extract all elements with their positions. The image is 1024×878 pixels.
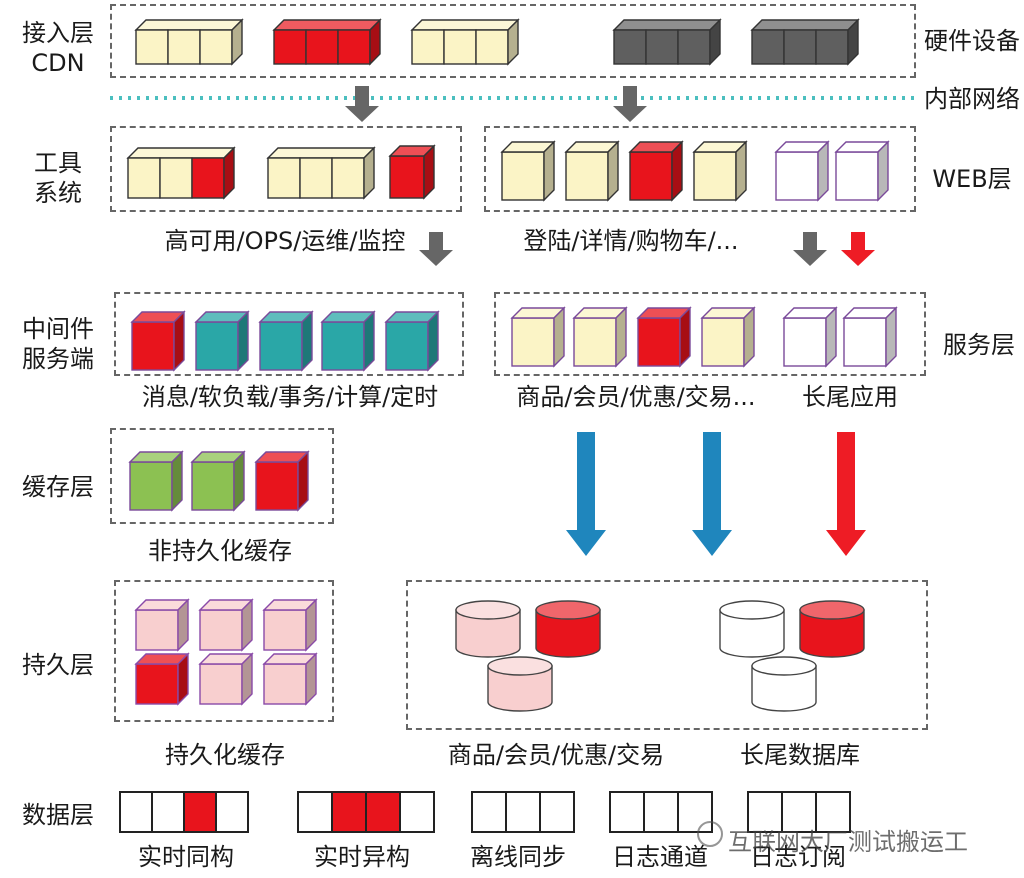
mw-cube-4 — [320, 310, 376, 372]
watermark: 互联网大厂测试搬运工 — [728, 828, 968, 856]
cdn-bar-2 — [272, 18, 382, 66]
middleware-layer-label-line1: 中间件 — [22, 315, 94, 343]
db-caption-main: 商品/会员/优惠/交易 — [447, 741, 665, 769]
middleware-box — [114, 292, 464, 376]
hardware-label: 硬件设备 — [924, 27, 1020, 55]
tools-bar-1 — [126, 146, 236, 200]
middleware-layer-label: 中间件 服务端 — [8, 314, 108, 374]
tools-caption: 高可用/OPS/运维/监控 — [164, 227, 406, 255]
tools-layer-label: 工具 系统 — [8, 148, 108, 208]
db-caption-tail: 长尾数据库 — [740, 741, 860, 769]
access-layer-box — [110, 4, 916, 78]
data-layer-label: 数据层 — [22, 801, 94, 829]
arrow-blue-1 — [566, 432, 606, 556]
cdn-bar-5 — [750, 18, 860, 66]
svc-cube-2 — [572, 306, 628, 368]
persist-cube-6 — [262, 652, 318, 706]
db-1 — [455, 600, 521, 658]
cache-caption: 非持久化缓存 — [148, 537, 292, 565]
arrow-tools-down — [419, 232, 453, 266]
data-item-1: 实时同构 — [138, 843, 234, 871]
web-cube-2 — [564, 140, 620, 202]
access-layer-label-line1: 接入层 — [22, 19, 94, 47]
svc-cube-6 — [842, 306, 898, 368]
db-4 — [719, 600, 785, 658]
database-box — [406, 580, 928, 730]
service-box — [494, 292, 926, 376]
persist-cache-box — [114, 580, 334, 722]
svc-cube-1 — [510, 306, 566, 368]
web-cube-4 — [692, 140, 748, 202]
cache-cube-1 — [128, 450, 184, 512]
svc-cube-3 — [636, 306, 692, 368]
db-3 — [487, 656, 553, 712]
middleware-layer-label-line2: 服务端 — [22, 345, 94, 373]
db-5 — [799, 600, 865, 658]
db-6 — [751, 656, 817, 712]
data-bar-5 — [747, 791, 851, 833]
arrow-red-longtail — [826, 432, 866, 556]
data-bar-1 — [119, 791, 249, 833]
data-bar-2 — [297, 791, 435, 833]
svc-cube-5 — [782, 306, 838, 368]
web-cube-6 — [834, 140, 890, 202]
cdn-bar-3 — [410, 18, 520, 66]
web-caption: 登陆/详情/购物车/... — [523, 227, 739, 255]
tools-bar-2 — [266, 146, 376, 200]
web-box — [484, 126, 916, 212]
tools-layer-label-line1: 工具 — [34, 149, 82, 177]
tools-cube — [388, 144, 436, 200]
internal-network-label: 内部网络 — [924, 85, 1020, 113]
web-cube-3 — [628, 140, 684, 202]
persist-cube-1 — [134, 598, 190, 652]
web-layer-label: WEB层 — [932, 165, 1012, 193]
arrow-web-down — [793, 232, 827, 266]
persist-cube-3 — [262, 598, 318, 652]
persist-caption: 持久化缓存 — [165, 741, 285, 769]
mw-cube-5 — [384, 310, 440, 372]
data-bar-4 — [609, 791, 713, 833]
mw-cube-3 — [258, 310, 314, 372]
cdn-bar-4 — [612, 18, 722, 66]
middleware-caption: 消息/软负载/事务/计算/定时 — [141, 383, 439, 411]
arrow-cdn-to-tools — [345, 86, 379, 122]
mw-cube-1 — [130, 310, 186, 372]
access-layer-label-line2: CDN — [31, 49, 85, 77]
cache-cube-2 — [190, 450, 246, 512]
svc-cube-4 — [700, 306, 756, 368]
tools-box — [110, 126, 462, 212]
cache-layer-label: 缓存层 — [22, 473, 94, 501]
access-layer-label: 接入层 CDN — [8, 18, 108, 78]
data-item-4: 日志通道 — [612, 843, 708, 871]
web-cube-5 — [774, 140, 830, 202]
data-item-3: 离线同步 — [470, 843, 566, 871]
tools-layer-label-line2: 系统 — [34, 179, 82, 207]
service-layer-label: 服务层 — [943, 331, 1015, 359]
persist-cube-2 — [198, 598, 254, 652]
persist-cube-5 — [198, 652, 254, 706]
data-bar-3 — [471, 791, 575, 833]
mw-cube-2 — [194, 310, 250, 372]
cdn-bar-1 — [134, 18, 244, 66]
cache-box — [110, 428, 334, 524]
watermark-icon — [697, 821, 723, 847]
persist-layer-label: 持久层 — [22, 651, 94, 679]
service-caption-tail: 长尾应用 — [802, 383, 898, 411]
arrow-blue-2 — [692, 432, 732, 556]
data-item-2: 实时异构 — [314, 843, 410, 871]
db-2 — [535, 600, 601, 658]
web-cube-1 — [500, 140, 556, 202]
data-item-5: 日志订阅 — [750, 843, 846, 871]
service-caption-main: 商品/会员/优惠/交易... — [516, 383, 756, 411]
persist-cube-4 — [134, 652, 190, 706]
arrow-cdn-to-web — [613, 86, 647, 122]
cache-cube-3 — [254, 450, 310, 512]
arrow-web-down-red — [841, 232, 875, 266]
